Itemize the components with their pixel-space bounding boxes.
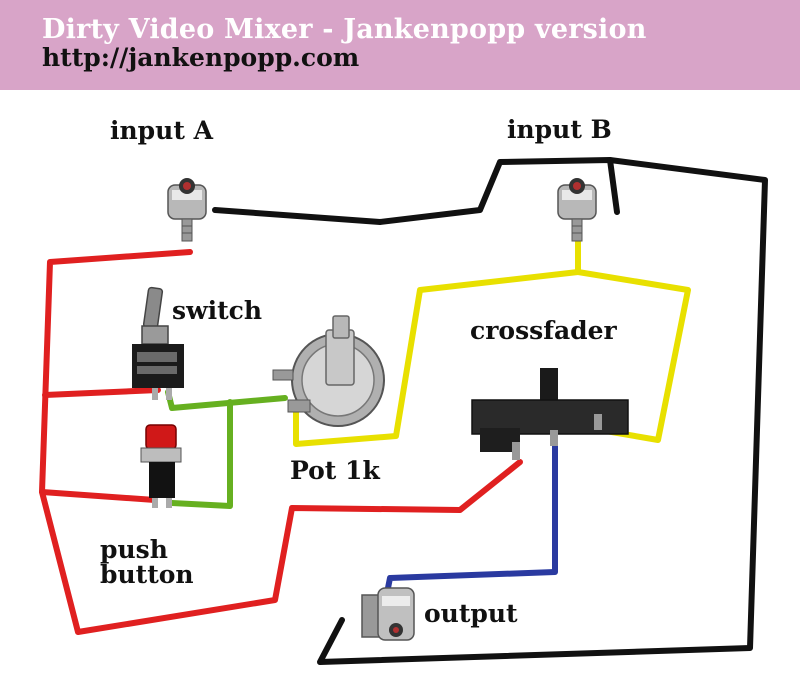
label-input-b: input B	[507, 115, 612, 144]
label-push-line1: push	[100, 535, 168, 564]
page-title: Dirty Video Mixer - Jankenpopp version	[42, 14, 647, 45]
ground-wire-b	[607, 157, 620, 215]
red-wire	[39, 249, 523, 635]
site-url: http://jankenpopp.com	[42, 43, 360, 72]
rca-jack-input-b	[557, 178, 597, 242]
yellow-wire-pot	[293, 269, 581, 447]
rca-jack-output	[361, 587, 415, 641]
rca-jack-input-a	[167, 178, 207, 242]
red-wire-switch	[42, 387, 161, 398]
label-push-line2: button	[100, 560, 194, 589]
label-pot: Pot 1k	[290, 456, 380, 485]
label-input-a: input A	[110, 116, 213, 145]
green-wire	[165, 389, 288, 411]
label-crossfader: crossfader	[470, 316, 617, 345]
potentiometer	[272, 315, 385, 427]
yellow-wire	[575, 239, 691, 443]
green-wire-push	[169, 399, 233, 509]
label-switch: switch	[172, 296, 263, 325]
red-wire-push	[39, 489, 158, 503]
header-banner: Dirty Video Mixer - Jankenpopp version h…	[0, 0, 800, 90]
blue-wire	[383, 437, 558, 601]
label-output: output	[424, 599, 518, 628]
slide-crossfader	[471, 368, 629, 460]
toggle-switch	[132, 286, 184, 400]
push-button	[140, 424, 182, 508]
